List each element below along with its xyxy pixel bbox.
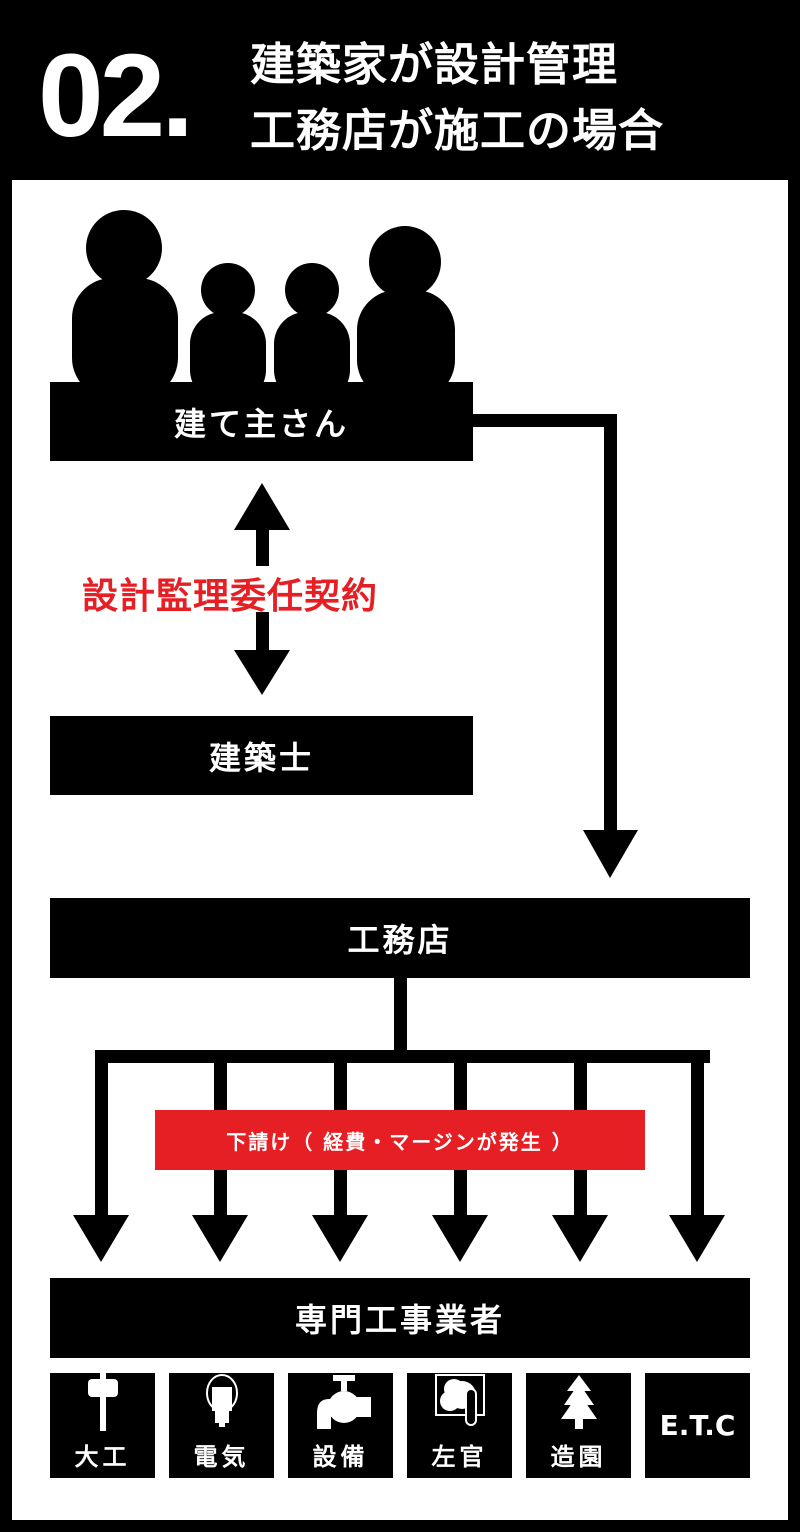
- title-line-1: 建築家が設計管理: [250, 38, 619, 91]
- subcontract-arrow-head: [192, 1215, 248, 1262]
- subcontract-arrow-head: [552, 1215, 608, 1262]
- trade-carpenter: 大工: [50, 1373, 155, 1478]
- hammer-icon: [87, 1373, 118, 1431]
- trade-electric: 電気: [169, 1373, 274, 1478]
- light-bulb-icon: [205, 1374, 238, 1427]
- trade-landscaping: 造園: [526, 1373, 631, 1478]
- client-to-contractor-arrow: [470, 414, 638, 878]
- architect-box: 建築士: [50, 716, 473, 795]
- subcontract-arrow-head: [312, 1215, 368, 1262]
- people-icon: [72, 210, 455, 402]
- tree-icon: [560, 1375, 597, 1429]
- trade-label: 造園: [550, 1443, 607, 1471]
- subcontract-arrow-head: [669, 1215, 725, 1262]
- contract-label: 設計監理委任契約: [82, 576, 379, 617]
- trade-label: 設備: [312, 1443, 369, 1471]
- trade-label: 電気: [193, 1443, 250, 1471]
- trade-plaster: 左官: [407, 1373, 512, 1478]
- faucet-icon: [316, 1375, 371, 1429]
- subcontract-arrows: [73, 975, 725, 1262]
- subcontract-arrow-shaft: [691, 1055, 704, 1220]
- subcontract-arrow-shaft: [95, 1055, 108, 1220]
- title-line-2: 工務店が施工の場合: [250, 104, 665, 157]
- specialists-box: 専門工事業者: [50, 1278, 750, 1358]
- trade-label: E.T.C: [659, 1409, 736, 1442]
- trade-plumbing: 設備: [288, 1373, 393, 1478]
- trade-etc: E.T.C: [645, 1373, 750, 1478]
- client-box: 建て主さん: [50, 382, 473, 461]
- trade-label: 大工: [74, 1443, 131, 1471]
- contractor-box: 工務店: [50, 898, 750, 978]
- plaster-icon: [434, 1374, 485, 1426]
- subcontract-note: 下請け（ 経費・マージンが発生 ）: [155, 1110, 645, 1170]
- trade-label: 左官: [431, 1443, 488, 1471]
- contract-double-arrow: [234, 483, 290, 695]
- subcontract-arrow-head: [432, 1215, 488, 1262]
- section-number: 02.: [38, 30, 194, 162]
- subcontract-arrow-head: [73, 1215, 129, 1262]
